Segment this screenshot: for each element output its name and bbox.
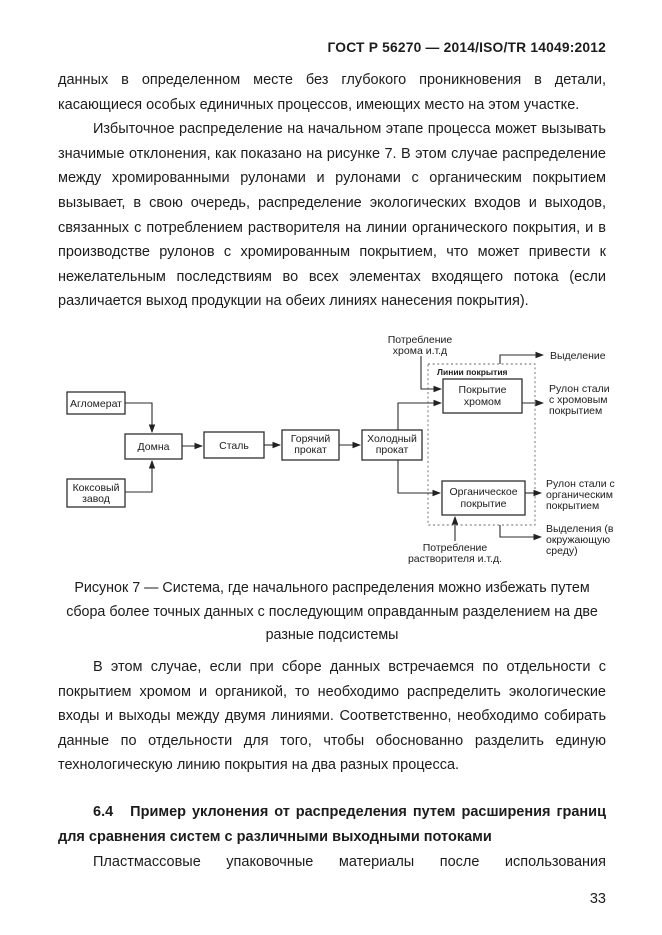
body-text-middle: В этом случае, если при сборе данных вст… (58, 655, 606, 778)
body-text-top: данных в определенном месте без глубоког… (58, 68, 606, 314)
label-chrome-consumption-2: хрома и.т.д (393, 345, 447, 357)
body-text-bottom: Пластмассовые упаковочные материалы посл… (58, 850, 606, 875)
arrow-coke-to-blast-furnace (125, 459, 156, 493)
label-solvent-consumption-2: растворителя и.т.д. (408, 553, 502, 565)
arrow-emission-bottom-output (499, 525, 543, 541)
figure-7-diagram: Агломерат Домна Сталь Горячий прокат Хол… (66, 334, 615, 565)
box-coke-plant (66, 478, 126, 508)
label-organic-coil-3: покрытием (546, 500, 599, 512)
label-chrome-coil-2: с хромовым (549, 394, 608, 406)
label-chrome-coil-1: Рулон стали (549, 383, 610, 395)
label-emission-bottom-1: Выделения (в (546, 523, 614, 535)
box-steel (203, 431, 265, 459)
label-emission-bottom-2: окружающую (546, 534, 610, 546)
box-agglomerate (66, 391, 126, 415)
label-blast-furnace: Домна (138, 441, 170, 453)
label-emission-bottom-3: среду) (546, 545, 578, 557)
label-organic-coil-1: Рулон стали с (546, 478, 615, 490)
arrow-emission-top-output (499, 351, 545, 364)
coating-lines-boundary (427, 363, 536, 526)
box-organic-coating (441, 480, 526, 516)
box-blast-furnace (124, 433, 183, 460)
arrow-chrome-consumption-input (420, 356, 443, 393)
label-hot-rolling-1: Горячий (291, 433, 331, 445)
arrow-agglomerate-to-blast-furnace (125, 402, 156, 434)
label-hot-rolling-2: прокат (294, 444, 327, 456)
label-cold-rolling-2: прокат (376, 444, 409, 456)
label-organic-coating-1: Органическое (449, 486, 517, 498)
box-chrome-coating (442, 378, 523, 414)
paragraph-1: данных в определенном месте без глубоког… (58, 72, 606, 113)
figure-7-caption: Рисунок 7 — Система, где начального расп… (66, 580, 598, 643)
box-cold-rolling (361, 429, 423, 461)
document-header: ГОСТ Р 56270 — 2014/ISO/TR 14049:2012 (327, 40, 606, 55)
label-chrome-consumption-1: Потребление (388, 334, 453, 346)
label-chrome-coating-2: хромом (464, 396, 501, 408)
label-solvent-consumption-1: Потребление (423, 542, 488, 554)
box-hot-rolling (281, 429, 340, 461)
label-agglomerate: Агломерат (70, 398, 122, 410)
label-steel: Сталь (219, 440, 249, 452)
label-coke-plant-2: завод (82, 493, 110, 505)
section-title: Пример уклонения от распределения путем … (58, 804, 606, 845)
section-number: 6.4 (93, 804, 114, 820)
arrow-cold-rolling-to-chrome-coating (397, 399, 443, 430)
label-cold-rolling-1: Холодный (367, 433, 417, 445)
label-organic-coating-2: покрытие (460, 498, 506, 510)
arrow-cold-rolling-to-organic-coating (397, 460, 442, 497)
paragraph-4: Пластмассовые упаковочные материалы посл… (93, 854, 606, 870)
label-organic-coil-2: органическим (546, 489, 613, 501)
label-coating-lines: Линии покрытия (437, 367, 508, 377)
label-chrome-coating-1: Покрытие (459, 384, 507, 396)
paragraph-3: В этом случае, если при сборе данных вст… (58, 659, 606, 774)
label-chrome-coil-3: покрытием (549, 405, 602, 417)
label-coke-plant-1: Коксовый (73, 482, 120, 494)
page-number: 33 (589, 891, 606, 907)
label-emission-top: Выделение (550, 350, 606, 362)
paragraph-2: Избыточное распределение на начальном эт… (58, 121, 606, 310)
